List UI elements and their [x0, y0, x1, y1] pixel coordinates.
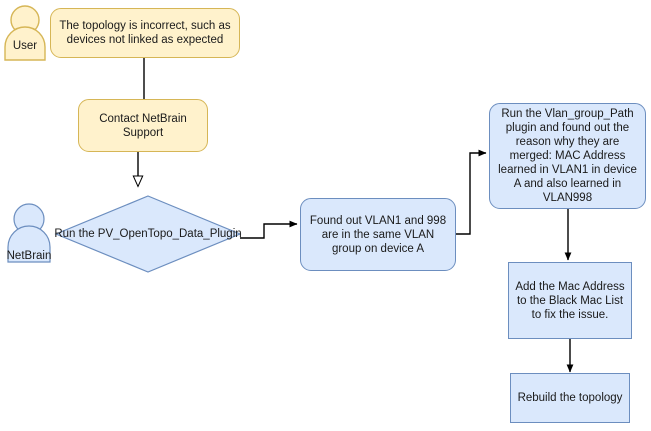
actor-netbrain: NetBrain	[0, 196, 58, 266]
node-black-mac-list-label: Add the Mac Address to the Black Mac Lis…	[515, 280, 625, 321]
node-run-plugin-label: Run the PV_OpenTopo_Data_Plugin	[54, 228, 242, 240]
node-found-vlan-label: Found out VLAN1 and 998 are in the same …	[309, 214, 447, 255]
actor-netbrain-label: NetBrain	[6, 250, 52, 262]
node-issue-label: The topology is incorrect, such as devic…	[59, 20, 231, 46]
actor-user: User	[0, 0, 50, 62]
actor-user-label: User	[12, 40, 38, 52]
node-rebuild-topology[interactable]: Rebuild the topology	[510, 373, 630, 423]
node-contact-support[interactable]: Contact NetBrain Support	[78, 99, 208, 152]
node-run-plugin[interactable]: Run the PV_OpenTopo_Data_Plugin	[43, 196, 253, 272]
node-contact-support-label: Contact NetBrain Support	[99, 112, 187, 139]
node-vlan-group-path-label: Run the Vlan_group_Path plugin and found…	[498, 108, 637, 204]
node-issue[interactable]: The topology is incorrect, such as devic…	[50, 8, 240, 58]
node-found-vlan[interactable]: Found out VLAN1 and 998 are in the same …	[300, 198, 456, 271]
node-black-mac-list[interactable]: Add the Mac Address to the Black Mac Lis…	[508, 262, 632, 339]
node-vlan-group-path[interactable]: Run the Vlan_group_Path plugin and found…	[489, 103, 646, 209]
connector-found-vlan-to-vlan-group-path	[456, 149, 487, 235]
node-rebuild-topology-label: Rebuild the topology	[517, 392, 623, 404]
